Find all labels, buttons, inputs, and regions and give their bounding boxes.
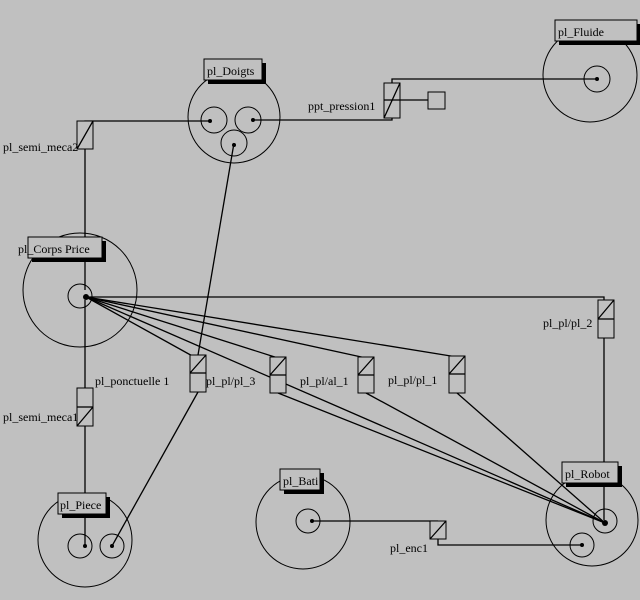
edge-plpl3-robot[interactable] [277,392,606,524]
place-label: pl_Doigts [207,64,255,78]
transition-ppt-pression[interactable]: ppt_pression1 [308,82,401,119]
transition-plpl1[interactable]: pl_pl/pl_1 [388,355,466,394]
edge-corps-plal1[interactable] [85,296,367,359]
edge-corps-plpl2[interactable] [86,296,605,318]
connections [84,78,606,547]
place-label: pl_Bati [283,474,319,488]
place-piece[interactable]: pl_Piece [37,492,133,588]
transition-label: pl_pl/al_1 [300,374,349,388]
transition-label: pl_semi_meca1 [3,410,78,424]
edge-corps-robot[interactable] [85,296,606,524]
edge-plpl1-robot[interactable] [456,392,606,524]
place-bati[interactable]: pl_Bati [255,468,351,570]
transition-label: pl_pl/pl_3 [206,374,255,388]
place-label: pl_Corps Price [18,242,90,256]
edge-corps-plpl1[interactable] [85,296,458,358]
place-robot[interactable]: pl_Robot [545,461,639,567]
transition-semi-meca2[interactable]: pl_semi_meca2 [3,120,94,154]
edge-enc1-robot[interactable] [437,535,582,546]
edge-corps-plpl3[interactable] [85,296,279,359]
place-doigts[interactable]: pl_Doigts [187,58,281,164]
transition-ponctuelle[interactable]: pl_ponctuelle 1 [95,354,207,393]
place-label: pl_Fluide [558,25,604,39]
transition-label: ppt_pression1 [308,99,375,113]
transition-enc1[interactable]: pl_enc1 [390,520,447,555]
transition-label: pl_semi_meca2 [3,140,78,154]
transition-label: pl_pl/pl_2 [543,316,592,330]
edge-plal1-robot[interactable] [365,392,606,524]
edge-corps-ponctuelle[interactable] [85,296,197,359]
pressure-source-square[interactable] [427,91,446,110]
transition-label: pl_pl/pl_1 [388,373,437,387]
edge-pression-fluide[interactable] [391,78,596,85]
edge-ponctuelle-doigts[interactable] [197,142,235,356]
transition-plpl3[interactable]: pl_pl/pl_3 [206,356,287,394]
transition-label: pl_enc1 [390,541,428,555]
place-fluide[interactable]: pl_Fluide [542,19,640,123]
edge-ponctuelle-piece[interactable] [111,391,199,547]
transition-plal1[interactable]: pl_pl/al_1 [300,356,375,394]
transition-semi-meca1[interactable]: pl_semi_meca1 [3,387,94,427]
transition-plpl2[interactable]: pl_pl/pl_2 [543,299,615,339]
place-label: pl_Piece [60,498,101,512]
edge-semi-meca2-doigts[interactable] [84,120,210,122]
place-corps-price[interactable]: pl_Corps Price [18,232,138,348]
transition-label: pl_ponctuelle 1 [95,374,169,388]
place-label: pl_Robot [565,467,610,481]
